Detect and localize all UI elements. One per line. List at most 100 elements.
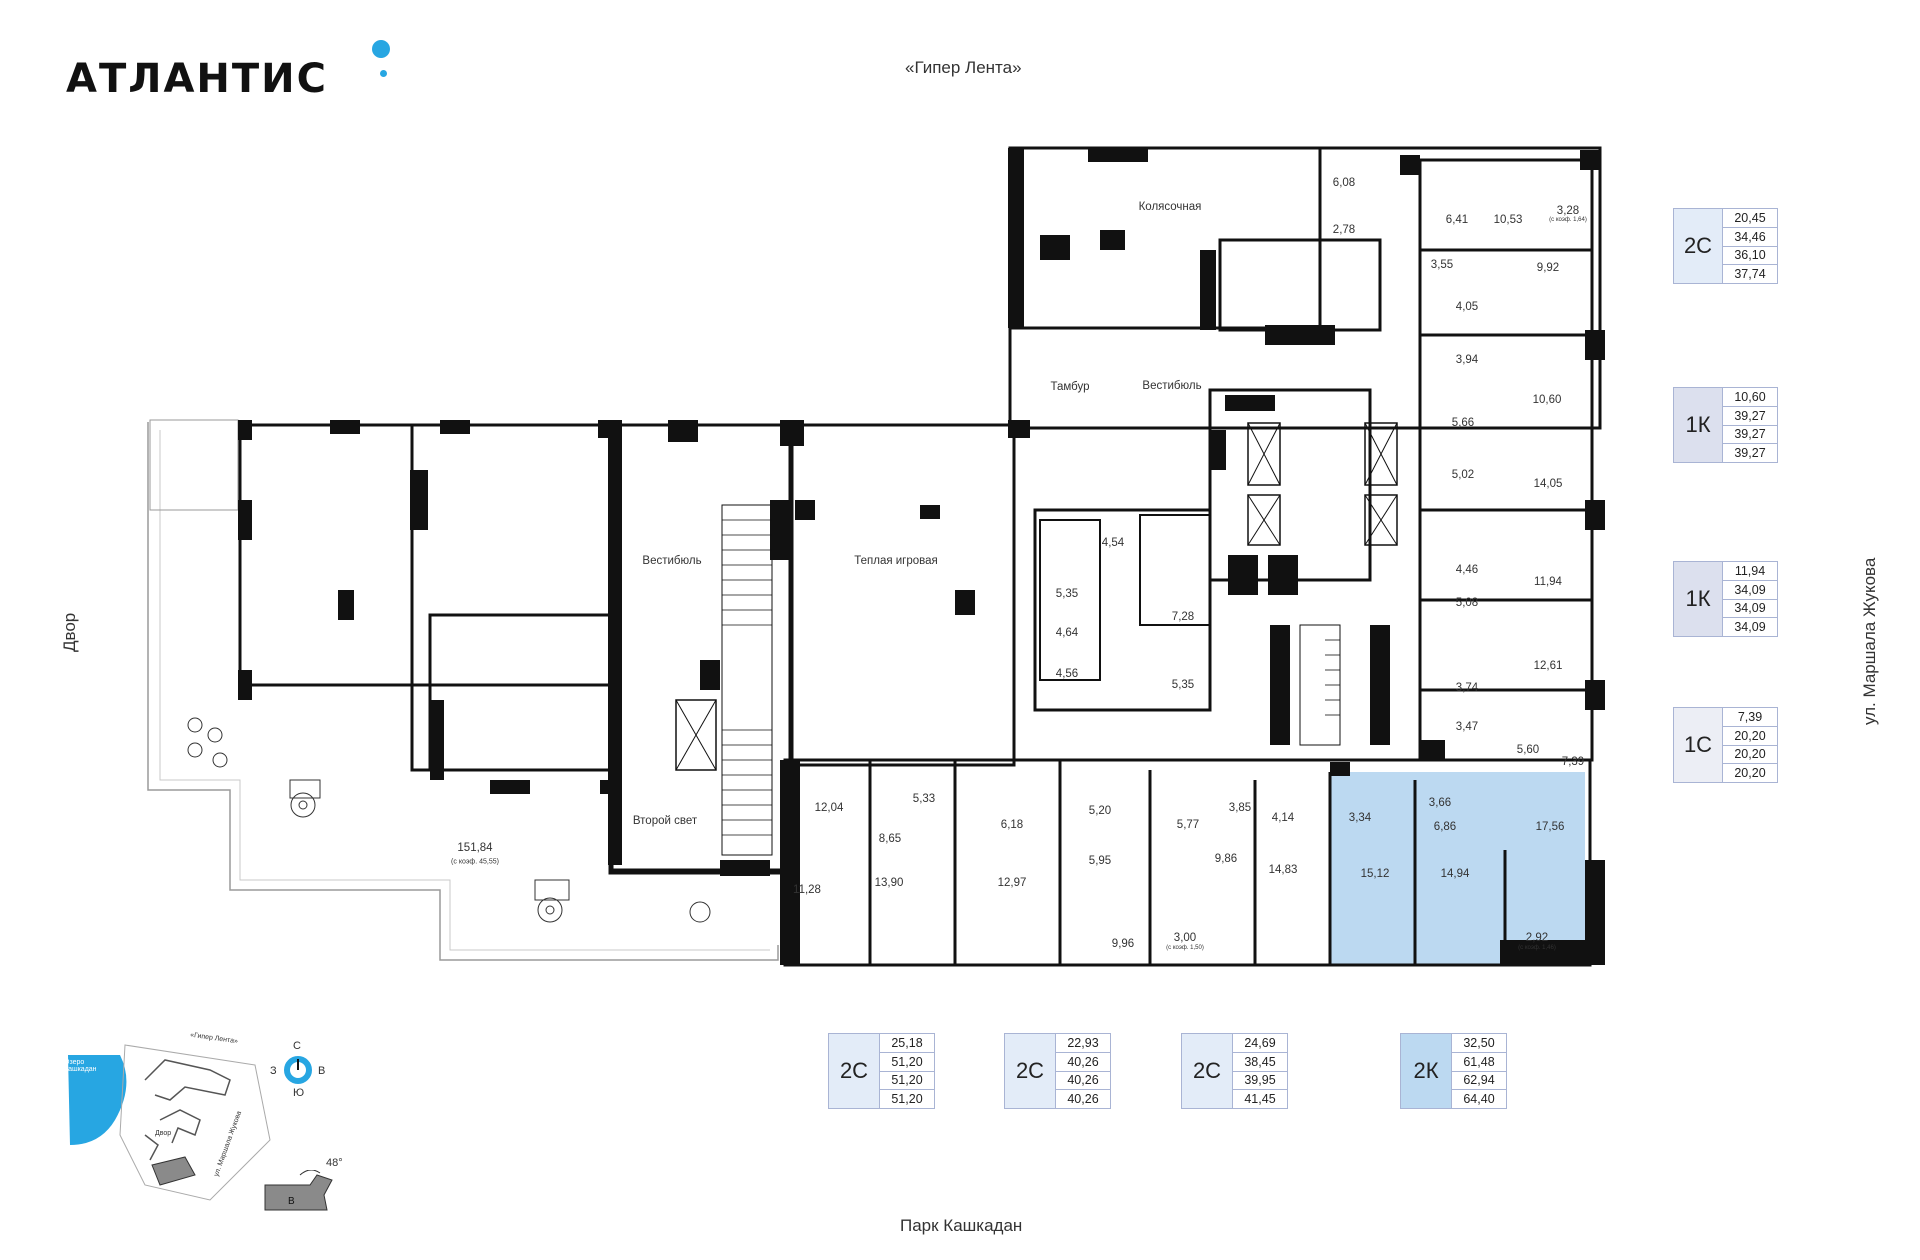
area-label: 5,35 <box>1171 679 1195 691</box>
apartment-type: 1С <box>1674 708 1722 782</box>
logo-dot-icon <box>372 40 390 58</box>
apartment-card[interactable]: 1С 7,39 20,20 20,20 20,20 <box>1673 707 1778 783</box>
area-label: 9,86 <box>1214 853 1238 865</box>
area-value: 11,94 <box>1723 562 1777 581</box>
logo-dot-small-icon <box>380 70 387 77</box>
apartment-card[interactable]: 1К 10,60 39,27 39,27 39,27 <box>1673 387 1778 463</box>
room-label: Вестибюль <box>1142 380 1202 392</box>
brand-logo: АТЛАНТИС <box>66 56 329 102</box>
area-value: 40,26 <box>1056 1053 1110 1072</box>
area-label: 14,05 <box>1533 478 1563 490</box>
area-value: 38,45 <box>1233 1053 1287 1072</box>
area-label: 10,53 <box>1493 214 1523 226</box>
area-label: 3,34 <box>1348 812 1372 824</box>
area-value: 39,95 <box>1233 1072 1287 1091</box>
apartment-card[interactable]: 2С 22,93 40,26 40,26 40,26 <box>1004 1033 1111 1109</box>
apartment-type: 2С <box>1674 209 1722 283</box>
area-label: 8,65 <box>878 833 902 845</box>
room-note: (с коэф. 45,55) <box>451 858 499 866</box>
room-label: Вестибюль <box>642 555 702 567</box>
apartment-card[interactable]: 2К 32,50 61,48 62,94 64,40 <box>1400 1033 1507 1109</box>
apartment-card[interactable]: 2С 24,69 38,45 39,95 41,45 <box>1181 1033 1288 1109</box>
room-label: 151,84 <box>457 842 493 854</box>
area-label: 5,60 <box>1516 744 1540 756</box>
compass-west: З <box>270 1065 277 1077</box>
area-label: 3,28 <box>1556 205 1580 217</box>
area-label: 6,08 <box>1332 177 1356 189</box>
area-label: 4,54 <box>1101 537 1125 549</box>
area-value: 51,20 <box>891 1092 923 1107</box>
area-label: 12,61 <box>1533 660 1563 672</box>
map-yard-label: Двор <box>155 1130 172 1137</box>
area-label: 3,00 <box>1173 932 1197 944</box>
area-value: 20,20 <box>1723 727 1777 746</box>
apartment-card[interactable]: 1К 11,94 34,09 34,09 34,09 <box>1673 561 1778 637</box>
area-value: 51,20 <box>880 1072 934 1091</box>
apartment-card[interactable]: 2С 20,45 34,46 36,10 37,74 <box>1673 208 1778 284</box>
area-value: 34,09 <box>1723 600 1777 619</box>
area-value: 34,09 <box>1734 620 1766 635</box>
area-label: 5,66 <box>1451 417 1475 429</box>
area-value: 34,09 <box>1723 581 1777 600</box>
area-label: 5,20 <box>1088 805 1112 817</box>
area-label: 2,78 <box>1332 224 1356 236</box>
area-value: 34,46 <box>1723 228 1777 247</box>
street-bottom: Парк Кашкадан <box>900 1216 1023 1235</box>
area-label: 3,55 <box>1430 259 1454 271</box>
area-value: 40,26 <box>1056 1072 1110 1091</box>
highlighted-apartment <box>1330 772 1585 964</box>
rotation-angle: 48° <box>326 1157 343 1169</box>
lake-shape <box>68 1055 127 1145</box>
compass-east: В <box>318 1065 326 1077</box>
area-label: 15,12 <box>1360 868 1390 880</box>
area-label: 11,28 <box>793 884 821 896</box>
area-value: 40,26 <box>1067 1092 1099 1107</box>
apartment-type: 1К <box>1674 388 1722 462</box>
area-value: 62,94 <box>1452 1072 1506 1091</box>
area-value: 25,18 <box>880 1034 934 1053</box>
area-value: 39,27 <box>1734 446 1766 461</box>
apartment-type: 2С <box>1005 1034 1055 1108</box>
area-label: 5,08 <box>1455 597 1479 609</box>
apartment-type: 2С <box>829 1034 879 1108</box>
section-highlight <box>151 1156 196 1186</box>
room-label: Второй свет <box>632 815 698 827</box>
area-value: 20,45 <box>1723 209 1777 228</box>
area-label: 14,94 <box>1440 868 1470 880</box>
area-value: 41,45 <box>1244 1092 1276 1107</box>
area-label: 11,94 <box>1534 576 1562 588</box>
area-label: 4,05 <box>1455 301 1479 313</box>
area-label: 4,56 <box>1055 668 1079 680</box>
apartment-type: 1К <box>1674 562 1722 636</box>
area-label: 3,85 <box>1228 802 1252 814</box>
area-label: 9,92 <box>1536 262 1560 274</box>
area-label: 7,39 <box>1561 756 1585 768</box>
area-label: 3,74 <box>1455 682 1479 694</box>
area-label: 12,97 <box>997 877 1027 889</box>
area-label: 5,77 <box>1176 819 1200 831</box>
area-label: 6,41 <box>1445 214 1469 226</box>
compass-south: Ю <box>293 1087 305 1099</box>
area-label: 7,28 <box>1171 611 1195 623</box>
area-label: 14,83 <box>1268 864 1298 876</box>
section-marker <box>264 1170 333 1211</box>
area-note: (с коэф. 1,46) <box>1518 945 1556 951</box>
area-label: 4,46 <box>1455 564 1479 576</box>
area-value: 39,27 <box>1723 407 1777 426</box>
area-label: 4,64 <box>1055 627 1079 639</box>
area-value: 32,50 <box>1452 1034 1506 1053</box>
area-value: 22,93 <box>1056 1034 1110 1053</box>
street-top: «Гипер Лента» <box>905 58 1022 77</box>
room-label: Колясочная <box>1138 201 1202 213</box>
area-value: 7,39 <box>1723 708 1777 727</box>
area-value: 20,20 <box>1734 766 1766 781</box>
lake-label: Озеро Кашкадан <box>64 1059 97 1073</box>
section-letter: В <box>288 1196 295 1207</box>
area-value: 10,60 <box>1723 388 1777 407</box>
area-value: 64,40 <box>1463 1092 1495 1107</box>
apartment-type: 2С <box>1182 1034 1232 1108</box>
apartment-card[interactable]: 2С 25,18 51,20 51,20 51,20 <box>828 1033 935 1109</box>
area-value: 24,69 <box>1233 1034 1287 1053</box>
area-label: 17,56 <box>1535 821 1565 833</box>
